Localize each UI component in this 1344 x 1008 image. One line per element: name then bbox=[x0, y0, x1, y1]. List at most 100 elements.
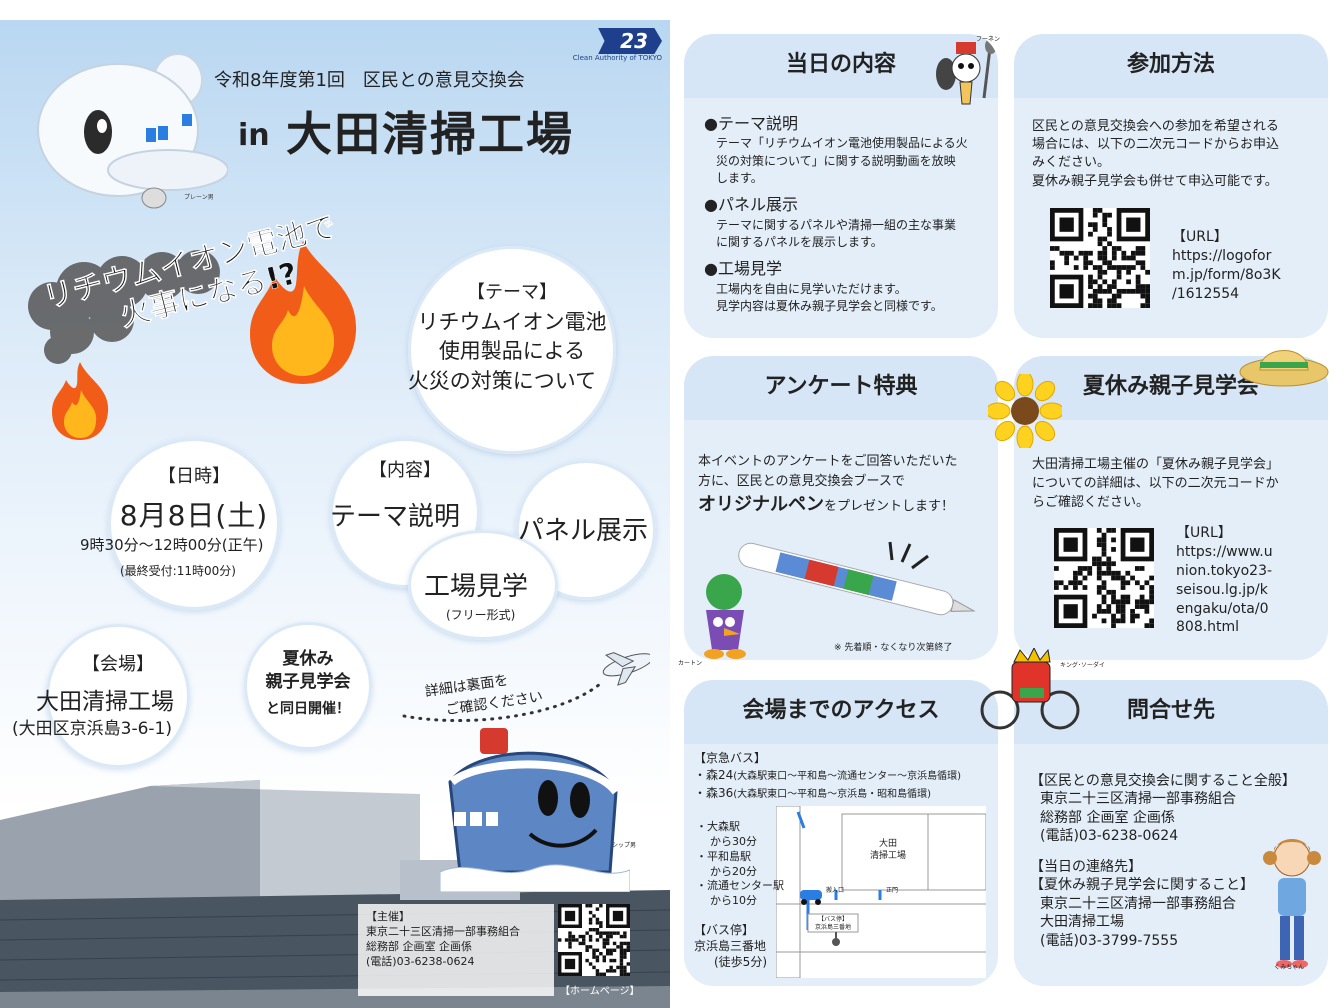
today-item-tour-heading: ●工場見学 bbox=[704, 259, 782, 279]
theme-line-1: リチウムイオン電池 bbox=[417, 310, 607, 334]
card-survey-title: アンケート特典 bbox=[764, 374, 918, 399]
card-survey-bonus: アンケート特典 本イベントのアンケートをご回答いただいた 方に、区民との意見交換… bbox=[684, 356, 998, 660]
summer-bubble: 夏休み 親子見学会 と同日開催！ bbox=[244, 622, 372, 750]
tour-bubble bbox=[408, 530, 558, 640]
card-access-title: 会場までのアクセス bbox=[742, 698, 940, 723]
card-join-title: 参加方法 bbox=[1126, 52, 1215, 77]
organizer-dept: 総務部 企画室 企画係 bbox=[366, 939, 472, 953]
event-time: 9時30分～12時00分(正午) bbox=[80, 536, 264, 554]
king-sodai-label: キング･ソーダイ bbox=[1060, 662, 1105, 669]
survey-line-1: 本イベントのアンケートをご回答いただいた bbox=[698, 454, 958, 469]
card-today-content: 当日の内容 ●テーマ説明 テーマ「リチウムイオン電池使用製品による火 災の対策に… bbox=[684, 34, 998, 338]
today-item-theme-line1: テーマ「リチウムイオン電池使用製品による火 bbox=[716, 136, 968, 151]
summer-url[interactable]: 【URL】 https://www.u nion.tokyo23- seisou… bbox=[1176, 524, 1273, 637]
girl-label: くみちゃん bbox=[1274, 964, 1305, 971]
organizer-box: 【主催】 東京二十三区清掃一部事務組合 総務部 企画室 企画係 (電話)03-6… bbox=[358, 904, 554, 996]
survey-pen-bold: オリジナルペン bbox=[698, 494, 824, 515]
map-bus-stop-label-2: 京浜島三番地 bbox=[815, 923, 851, 931]
funen-label: フーネン bbox=[976, 36, 1001, 43]
map-factory-label-1: 大田 bbox=[879, 837, 897, 849]
access-from3-time: から10分 bbox=[710, 894, 757, 908]
flyer-front: 23 Clean Authority of TOKYO 令和8年度第1回 区民と… bbox=[0, 20, 670, 1008]
card-today-title: 当日の内容 bbox=[785, 52, 896, 77]
summer-desc-line-3: らご確認ください。 bbox=[1032, 494, 1150, 510]
venue-bubble: 【会場】 bbox=[46, 624, 190, 768]
access-stations: ・大森駅 から30分 ・平和島駅 から20分 ・流通センター駅 から10分 bbox=[696, 820, 784, 909]
card-summer-title: 夏休み親子見学会 bbox=[1082, 374, 1259, 399]
today-item-theme-heading: ●テーマ説明 bbox=[704, 114, 798, 133]
summer-url-4: engaku/ota/0 bbox=[1176, 600, 1269, 617]
mascot-funen-icon bbox=[936, 38, 997, 105]
summer-line-2: 親子見学会 bbox=[265, 671, 351, 692]
join-url[interactable]: 【URL】 https://logofor m.jp/form/8o3K /16… bbox=[1172, 228, 1281, 304]
original-pen-image bbox=[738, 541, 976, 616]
access-bus2: ・森36 bbox=[694, 785, 734, 800]
organizer-name: 東京二十三区清掃一部事務組合 bbox=[366, 924, 520, 938]
datetime-heading: 【日時】 bbox=[158, 466, 230, 487]
mascot-girl-icon bbox=[1263, 839, 1321, 968]
fire-icon bbox=[250, 241, 357, 384]
card-summer-tour: 夏休み親子見学会 大田清掃工場主催の「夏休み親子見学会」 についての詳細は、以下… bbox=[1014, 356, 1328, 660]
survey-line-2: 方に、区民との意見交換会ブースで bbox=[698, 473, 905, 489]
join-line-1: 区民との意見交換会への参加を希望される bbox=[1032, 119, 1279, 134]
ship-label: シップ男 bbox=[612, 842, 637, 849]
access-from1: ・大森駅 bbox=[696, 820, 740, 833]
theme-heading: 【テーマ】 bbox=[467, 282, 557, 303]
summer-desc-line-2: についての詳細は、以下の二次元コードか bbox=[1032, 475, 1279, 491]
venue-name: 大田清掃工場 bbox=[36, 689, 174, 715]
theme-line-2: 使用製品による bbox=[438, 339, 586, 364]
summer-url-1: https://www.u bbox=[1176, 543, 1273, 560]
map-loading-gate: 搬入口 bbox=[826, 886, 844, 894]
today-item-panel-line2: に関するパネルを展示します。 bbox=[716, 234, 883, 249]
survey-description: 本イベントのアンケートをご回答いただいた 方に、区民との意見交換会ブースで オリ… bbox=[698, 452, 988, 518]
summer-qr-code[interactable] bbox=[1054, 528, 1154, 628]
today-item-theme-line3: します。 bbox=[716, 170, 763, 185]
fire-small-icon bbox=[52, 362, 109, 440]
join-line-4: 夏休み親子見学会も併せて申込可能です。 bbox=[1032, 173, 1278, 189]
homepage-qr-code[interactable] bbox=[558, 904, 630, 976]
contact-general-phone: (電話)03-6238-0624 bbox=[1040, 828, 1179, 845]
contact-heading-day: 【当日の連絡先】 bbox=[1030, 858, 1142, 875]
today-item-panel-heading: ●パネル展示 bbox=[704, 195, 798, 215]
join-url-label: 【URL】 bbox=[1172, 229, 1228, 245]
summer-line-3: と同日開催！ bbox=[266, 700, 350, 717]
access-bus1: ・森24 bbox=[694, 768, 734, 783]
today-list: ●テーマ説明 テーマ「リチウムイオン電池使用製品による火 災の対策について」に関… bbox=[704, 106, 984, 315]
card-contact: 問合せ先 【区民との意見交換会に関すること全般】 東京二十三区清掃一部事務組合 … bbox=[1014, 680, 1328, 986]
carton-label: カートン bbox=[678, 660, 703, 667]
event-title: 大田清掃工場 bbox=[286, 107, 574, 161]
join-url-2: m.jp/form/8o3K bbox=[1172, 266, 1281, 283]
join-line-2: 場合には、以下の二次元コードからお申込 bbox=[1032, 137, 1280, 153]
content-heading: 【内容】 bbox=[369, 460, 441, 481]
mascot-carton-icon bbox=[704, 574, 746, 659]
access-stop-heading: 【バス停】 bbox=[694, 923, 755, 937]
today-item-tour-line1: 工場内を自由に見学いただけます。 bbox=[716, 281, 907, 296]
map-bus-stop-label-1: 【バス停】 bbox=[818, 915, 848, 923]
plane-label: プレーン男 bbox=[184, 194, 214, 201]
summer-url-label: 【URL】 bbox=[1176, 525, 1232, 541]
survey-note: ※ 先着順・なくなり次第終了 bbox=[834, 643, 953, 653]
map-factory-label-2: 清掃工場 bbox=[870, 849, 906, 861]
venue-address: (大田区京浜島3-6-1) bbox=[12, 719, 172, 739]
join-qr-code[interactable] bbox=[1050, 208, 1150, 308]
access-bus2-route: (大森駅東口～平和島～京浜島・昭和島循環) bbox=[733, 788, 932, 800]
card-access: 会場までのアクセス 【京急バス】 ・森24(大森駅東口～平和島～流通センター～京… bbox=[684, 680, 998, 986]
event-subtitle: 令和8年度第1回 区民との意見交換会 bbox=[214, 70, 525, 91]
homepage-label: 【ホームページ】 bbox=[560, 986, 640, 997]
summer-description: 大田清掃工場主催の「夏休み親子見学会」 についての詳細は、以下の二次元コードか … bbox=[1032, 456, 1318, 513]
access-stop-name: 京浜島三番地 bbox=[694, 939, 767, 954]
theme-bubble: 【テーマ】 リチウムイオン電池 使用製品による 火災の対策について bbox=[408, 246, 616, 454]
contact-day-factory: 大田清掃工場 bbox=[1040, 914, 1124, 931]
card-contact-title: 問合せ先 bbox=[1126, 698, 1215, 723]
contact-general-dept: 総務部 企画室 企画係 bbox=[1040, 809, 1175, 826]
dotted-flight-path-icon bbox=[402, 652, 650, 723]
access-bus-stop: 【バス停】 京浜島三番地 (徒歩5分) bbox=[694, 922, 767, 971]
join-url-1: https://logofor bbox=[1172, 247, 1272, 264]
join-description: 区民との意見交換会への参加を希望される 場合には、以下の二次元コードからお申込 … bbox=[1032, 118, 1314, 191]
card-how-to-join: 参加方法 区民との意見交換会への参加を希望される 場合には、以下の二次元コードか… bbox=[1014, 34, 1328, 338]
join-line-3: みください。 bbox=[1032, 155, 1111, 171]
logo-subtext: Clean Authority of TOKYO bbox=[572, 54, 662, 62]
organizer-phone: (電話)03-6238-0624 bbox=[366, 954, 475, 968]
content-item-tour: 工場見学 bbox=[424, 572, 529, 602]
contact-day-phone: (電話)03-3799-7555 bbox=[1040, 932, 1179, 949]
